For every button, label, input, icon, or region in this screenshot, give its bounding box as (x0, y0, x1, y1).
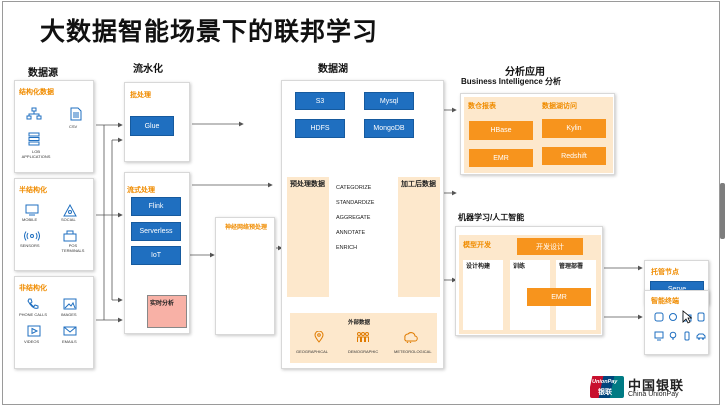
semi-structured-panel: 半结构化 MOBILE SOCIAL SENSORS POS TERMINALS (14, 178, 94, 271)
external-data-block: 外部数据 GEOGRAPHICAL DEMOGRAPHIC METEOROLOG… (290, 313, 437, 363)
mongodb-box[interactable]: MongoDB (364, 119, 414, 138)
smart-device-icon (653, 311, 665, 323)
source-item-label: SOCIAL (61, 217, 76, 222)
external-item-meteo: METEOROLOGICAL (394, 349, 432, 354)
phone-device-icon (681, 330, 693, 342)
mobile-icon (23, 203, 41, 217)
bi-lake-access-label: 数据湖访问 (542, 103, 577, 110)
social-icon (61, 203, 79, 217)
step-categorize: CATEGORIZE (336, 185, 372, 191)
preprocessed-data-label: 预处理数据 (290, 181, 325, 188)
processed-data-label: 加工后数据 (401, 181, 436, 188)
bi-warehouse-label: 数仓报表 (468, 103, 496, 110)
bulb-device-icon (667, 330, 679, 342)
hdfs-box[interactable]: HDFS (295, 119, 345, 138)
hosting-label: 托管节点 (651, 269, 679, 276)
header-pipeline: 流水化 (133, 64, 163, 75)
design-build-block: 设计构建 (463, 260, 503, 330)
header-lake: 数据湖 (318, 64, 348, 75)
redshift-box[interactable]: Redshift (542, 147, 606, 165)
source-item-label: POS TERMINALS (61, 243, 85, 253)
unstructured-panel: 非结构化 PHONE CALLS IMAGES VIDEOS EMAILS (14, 276, 94, 369)
slide-title: 大数据智能场景下的联邦学习 (40, 18, 379, 46)
source-item-label: EMAILS (62, 339, 77, 344)
org-chart-icon (25, 106, 43, 122)
external-item-geo: GEOGRAPHICAL (296, 349, 329, 354)
source-item-label: IMAGES (61, 312, 77, 317)
bi-title: Business Intelligence 分析 (461, 77, 562, 86)
source-item-label: CSV (69, 124, 78, 129)
mouse-cursor-icon (682, 310, 692, 324)
structured-data-label: 结构化数据 (19, 89, 54, 96)
weather-icon (402, 330, 418, 344)
people-icon (356, 330, 370, 344)
source-item-label: MOBILE (22, 217, 38, 222)
wearable-device-icon (695, 311, 707, 323)
image-icon (61, 297, 79, 311)
ml-title: 机器学习/人工智能 (458, 213, 525, 222)
header-sources: 数据源 (28, 68, 58, 79)
structured-data-panel: 结构化数据 CSV LOB APPLICATIONS (14, 80, 94, 173)
kylin-box[interactable]: Kylin (542, 119, 606, 138)
sensor-icon (23, 229, 41, 243)
header-apps: 分析应用 (505, 67, 545, 78)
data-lake-panel: S3 Mysql HDFS MongoDB 预处理数据 加工后数据 CATEGO… (281, 80, 444, 369)
semi-structured-label: 半结构化 (19, 187, 47, 194)
server-icon (25, 131, 43, 147)
step-enrich: ENRICH (336, 245, 358, 251)
external-item-demo: DEMOGRAPHIC (348, 349, 379, 354)
pos-terminal-icon (61, 229, 79, 243)
ml-panel: 模型开发 开发设计 设计构建 训练 管理部署 EMR (455, 226, 603, 336)
smart-terminal-panel: 智能终端 (644, 290, 709, 355)
video-icon (25, 324, 43, 338)
brand-name-en: China UnionPay (628, 391, 679, 398)
realtime-analysis-box[interactable]: 实时分析 (147, 295, 187, 328)
glue-box[interactable]: Glue (130, 116, 174, 136)
serverless-box[interactable]: Serverless (131, 222, 181, 241)
bi-inner: 数仓报表 数据湖访问 HBase Kylin EMR Redshift (464, 97, 613, 173)
unionpay-logo-badge: UnionPay 银联 (590, 376, 624, 398)
iot-box[interactable]: IoT (131, 246, 181, 265)
sensor-device-icon (667, 311, 679, 323)
neural-panel: 神经网络预处理 (215, 217, 275, 335)
location-pin-icon (312, 330, 326, 344)
phone-icon (25, 297, 41, 311)
ml-emr-box[interactable]: EMR (527, 288, 591, 306)
unstructured-label: 非结构化 (19, 285, 47, 292)
email-icon (61, 324, 79, 338)
brand-name-cn: 中国银联 (628, 378, 685, 393)
step-aggregate: AGGREGATE (336, 215, 371, 221)
batch-panel: 批处理 Glue (124, 82, 190, 162)
processed-data-block: 加工后数据 (398, 177, 440, 297)
s3-box[interactable]: S3 (295, 92, 345, 110)
neural-preprocess-label: 神经网络预处理 (224, 225, 267, 231)
flink-box[interactable]: Flink (131, 197, 181, 216)
scroll-handle[interactable] (720, 183, 725, 239)
ml-inner: 模型开发 开发设计 设计构建 训练 管理部署 EMR (459, 235, 601, 334)
dev-design-box[interactable]: 开发设计 (517, 238, 583, 255)
emr-box[interactable]: EMR (469, 149, 533, 167)
monitor-device-icon (653, 330, 665, 342)
bi-panel: 数仓报表 数据湖访问 HBase Kylin EMR Redshift (460, 93, 615, 175)
step-annotate: ANNOTATE (336, 230, 366, 236)
source-item-label: PHONE CALLS (19, 312, 48, 317)
source-item-label: VIDEOS (24, 339, 40, 344)
stream-label: 流式处理 (127, 187, 155, 194)
batch-label: 批处理 (130, 92, 151, 99)
logo-badge-top: UnionPay (592, 379, 618, 385)
source-item-label: LOB APPLICATIONS (21, 149, 51, 159)
external-data-label: 外部数据 (348, 320, 371, 326)
hbase-box[interactable]: HBase (469, 121, 533, 140)
car-device-icon (695, 330, 707, 342)
model-dev-label: 模型开发 (463, 242, 491, 249)
step-standardize: STANDARDIZE (336, 200, 375, 206)
stream-panel: 流式处理 Flink Serverless IoT 实时分析 (124, 172, 190, 334)
source-item-label: SENSORS (20, 243, 40, 248)
logo-badge-bottom: 银联 (598, 389, 612, 396)
smart-terminal-label: 智能终端 (651, 298, 679, 305)
preprocessed-data-block: 预处理数据 (287, 177, 329, 297)
mysql-box[interactable]: Mysql (364, 92, 414, 110)
csv-file-icon (67, 106, 85, 122)
